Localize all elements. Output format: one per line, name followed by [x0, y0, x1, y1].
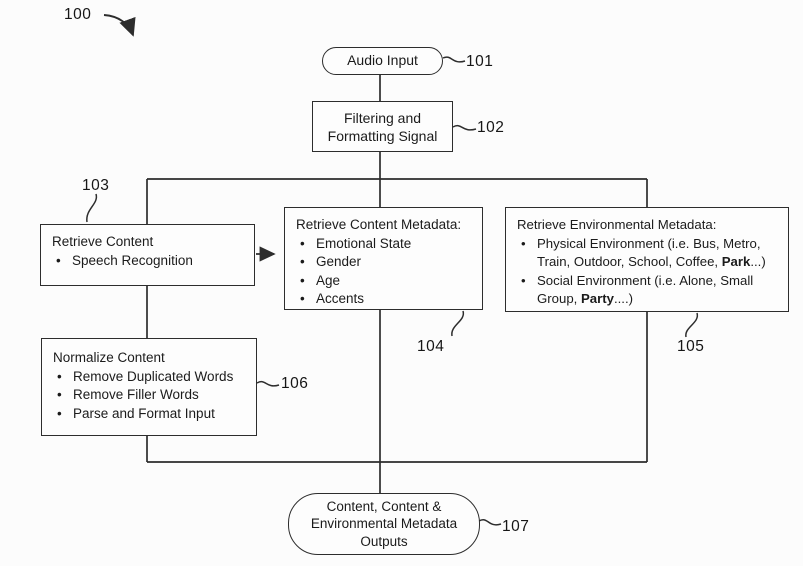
- node-environmental-metadata-title: Retrieve Environmental Metadata:: [517, 217, 717, 232]
- bullet-dot: •: [300, 291, 305, 306]
- bullet-text: Emotional State: [316, 235, 412, 251]
- bullet-dot: •: [57, 387, 62, 402]
- figure-ref-label: 100: [64, 6, 92, 23]
- node-outputs: Content, Content & Environmental Metadat…: [288, 493, 480, 555]
- bullet-dot: •: [57, 405, 62, 421]
- node-environmental-metadata: Retrieve Environmental Metadata: • Physi…: [505, 207, 789, 312]
- node-retrieve-content: Retrieve Content • Speech Recognition: [40, 224, 255, 286]
- bullet-text-pre: Social Environment (i.e. Alone, Small Gr…: [537, 272, 754, 307]
- node-outputs-label: Content, Content & Environmental Metadat…: [310, 498, 458, 549]
- node-filtering-formatting: Filtering and Formatting Signal: [312, 101, 453, 152]
- bullet-text: Physical Environment (i.e. Bus, Metro, T…: [537, 235, 782, 272]
- node-normalize-content: Normalize Content • Remove Duplicated Wo…: [41, 338, 257, 436]
- bullet-text: Remove Duplicated Words: [73, 368, 234, 384]
- leader-105: [685, 312, 699, 338]
- leader-101: [442, 56, 466, 63]
- leader-102: [452, 125, 477, 131]
- ref-label-104: 104: [417, 338, 445, 355]
- leader-104: [451, 310, 465, 337]
- bullet-text: Speech Recognition: [72, 252, 193, 268]
- bullet-text: Parse and Format Input: [73, 405, 215, 421]
- node-filtering-formatting-label: Filtering and Formatting Signal: [327, 109, 438, 144]
- bullet-dot: •: [57, 368, 62, 384]
- bullet-item: • Social Environment (i.e. Alone, Small …: [517, 272, 782, 309]
- ref-label-103: 103: [82, 177, 110, 194]
- bullet-item: • Physical Environment (i.e. Bus, Metro,…: [517, 235, 782, 272]
- figure-ref-arrow: [103, 14, 136, 37]
- bullet-item: • Remove Duplicated Words: [53, 368, 250, 387]
- bullet-text-post: ....): [613, 291, 634, 306]
- bullet-text-bold: Park: [721, 254, 751, 269]
- ref-label-105: 105: [677, 338, 705, 355]
- bullet-text: Gender: [316, 254, 362, 269]
- ref-label-106: 106: [281, 375, 309, 392]
- ref-label-107: 107: [502, 518, 530, 535]
- leader-107: [478, 519, 502, 526]
- bullet-item: • Emotional State: [296, 235, 476, 254]
- node-audio-input: Audio Input: [322, 47, 443, 75]
- bullet-item: • Accents: [296, 290, 476, 309]
- bullet-text-post: ...): [750, 254, 766, 269]
- bullet-text: Social Environment (i.e. Alone, Small Gr…: [537, 272, 782, 309]
- bullet-dot: •: [521, 235, 526, 251]
- bullet-item: • Gender: [296, 253, 476, 272]
- bullet-text: Remove Filler Words: [73, 387, 199, 402]
- bullet-dot: •: [300, 254, 305, 269]
- bullet-item: • Remove Filler Words: [53, 386, 250, 405]
- bullet-dot: •: [300, 272, 305, 288]
- node-audio-input-label: Audio Input: [347, 52, 418, 69]
- node-normalize-content-title: Normalize Content: [53, 350, 165, 365]
- bullet-dot: •: [56, 252, 61, 268]
- bullet-item: • Age: [296, 272, 476, 291]
- bullet-item: • Speech Recognition: [52, 252, 248, 271]
- leader-103: [86, 193, 98, 223]
- node-content-metadata: Retrieve Content Metadata: • Emotional S…: [284, 207, 483, 310]
- bullet-text-pre: Physical Environment (i.e. Bus, Metro, T…: [537, 235, 761, 270]
- bullet-dot: •: [521, 272, 526, 288]
- bullet-text: Accents: [316, 291, 365, 306]
- bullet-item: • Parse and Format Input: [53, 405, 250, 424]
- bullet-text: Age: [316, 272, 341, 288]
- ref-label-102: 102: [477, 119, 505, 136]
- bullet-text-bold: Party: [580, 291, 614, 306]
- ref-label-101: 101: [466, 53, 494, 70]
- bullet-dot: •: [300, 235, 305, 251]
- node-content-metadata-title: Retrieve Content Metadata:: [296, 217, 462, 232]
- leader-106: [256, 381, 280, 387]
- node-retrieve-content-title: Retrieve Content: [52, 234, 154, 249]
